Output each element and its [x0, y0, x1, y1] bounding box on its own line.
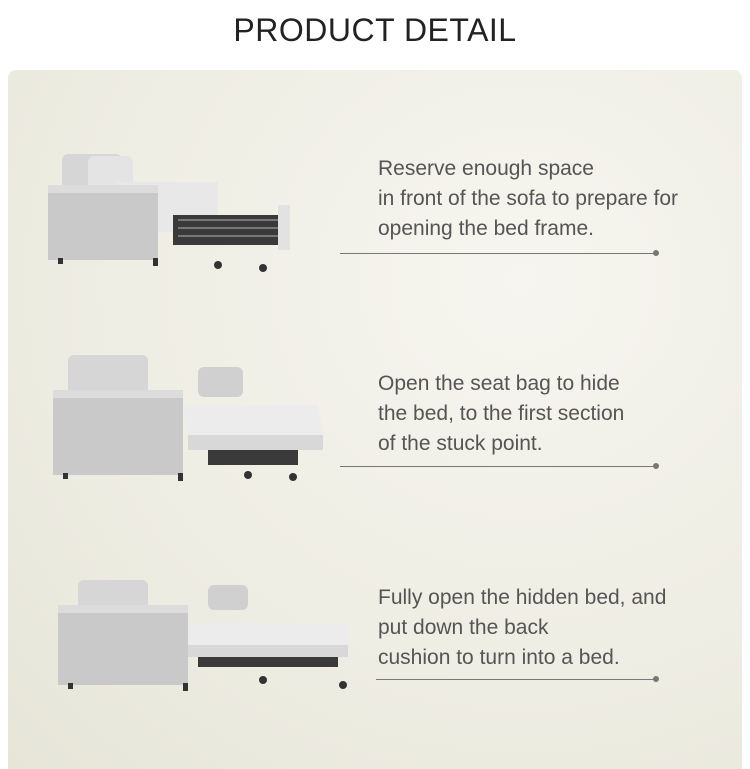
- text-line: opening the bed frame.: [378, 217, 594, 240]
- text-line: the bed, to the first section: [378, 402, 625, 425]
- text-line: Fully open the hidden bed, and: [378, 586, 667, 609]
- step-3-text: Fully open the hidden bed, and put down …: [378, 583, 666, 673]
- page-title: PRODUCT DETAIL: [233, 12, 517, 48]
- text-line: put down the back: [378, 616, 549, 639]
- sofa-bed-fully-open-image: [58, 580, 348, 691]
- divider-line: [376, 679, 655, 680]
- sofa-bed-first-section-image: [53, 355, 323, 481]
- divider-line: [340, 253, 655, 254]
- step-2-text: Open the seat bag to hide the bed, to th…: [378, 369, 624, 459]
- sofa-bed-frame-image: [48, 154, 290, 272]
- divider-dot: [653, 463, 659, 469]
- product-detail-panel: Reserve enough space in front of the sof…: [8, 70, 742, 769]
- step-3: Fully open the hidden bed, and put down …: [8, 565, 742, 765]
- text-line: in front of the sofa to prepare for: [378, 187, 679, 210]
- divider-dot: [653, 250, 659, 256]
- step-2: Open the seat bag to hide the bed, to th…: [8, 345, 742, 545]
- text-line: cushion to turn into a bed.: [378, 646, 620, 669]
- divider-dot: [653, 676, 659, 682]
- text-line: of the stuck point.: [378, 432, 543, 455]
- divider-line: [340, 466, 655, 467]
- text-line: Reserve enough space: [378, 157, 594, 180]
- text-line: Open the seat bag to hide: [378, 372, 620, 395]
- step-1-text: Reserve enough space in front of the sof…: [378, 154, 678, 244]
- step-1: Reserve enough space in front of the sof…: [8, 140, 742, 340]
